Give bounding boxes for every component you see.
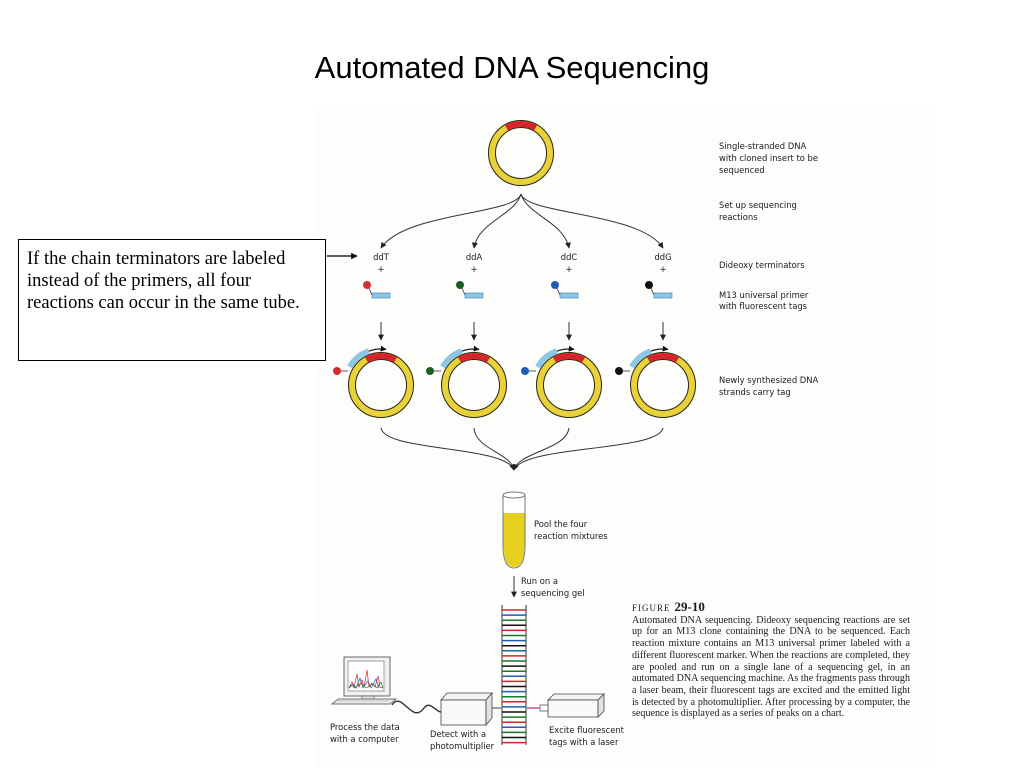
label-process-2: with a computer [330,734,399,744]
strand-tag-dot [426,367,434,375]
label-detect-2: photomultiplier [430,741,495,751]
figure-label: FIGURE [632,603,671,613]
dna-circle [631,353,695,417]
terminator-label: ddG [654,252,671,262]
label-single-stranded-3: sequenced [719,165,765,175]
label-run-1: Run on a [521,576,558,586]
data-cable [391,700,442,714]
strand-tag-dot [521,367,529,375]
reactions-group: ddT + ddA + ddC + ddG + [333,252,696,418]
strand-tag-dot [333,367,341,375]
label-primer-2: with fluorescent tags [719,301,807,311]
sequencing-gel [501,605,527,745]
fluorescent-tag-dot [456,281,464,289]
label-process-1: Process the data [330,722,400,732]
label-primer-1: M13 universal primer [719,290,809,300]
primer-strand [440,348,463,369]
reaction-column-ddg: ddG + [615,252,696,418]
label-setup-2: reactions [719,212,758,222]
insert-arc [647,353,679,363]
primer-strand [347,348,370,369]
dna-circle [537,353,601,417]
insert-arc [553,353,585,363]
callout-text: If the chain terminators are labeled ins… [27,249,300,313]
label-newly-1: Newly synthesized DNA [719,375,819,385]
primer-bar [464,292,484,299]
label-single-stranded-1: Single-stranded DNA [719,141,806,151]
caption-text: Automated DNA sequencing. Dideoxy sequen… [632,614,910,720]
insert-arc [458,353,490,363]
label-setup-1: Set up sequencing [719,200,797,210]
label-run-2: sequencing gel [521,588,585,598]
terminator-label: ddC [561,252,578,262]
reaction-column-ddt: ddT + [333,252,414,418]
terminator-label: ddA [466,252,483,262]
new-strand-arrow [368,345,387,352]
primer-bar [559,292,579,299]
primer-strand [629,348,652,369]
photomultiplier-box [440,691,501,727]
label-excite-2: tags with a laser [549,737,619,747]
branch-arrows [380,193,664,249]
label-detect-1: Detect with a [430,729,486,739]
slide-title: Automated DNA Sequencing [314,50,710,85]
label-single-stranded-2: with cloned insert to be [719,153,818,163]
new-strand-arrow [650,345,669,352]
primer-bar [371,292,391,299]
plus-sign: + [470,264,477,274]
new-strand-arrow [556,345,575,352]
fluorescent-tag-dot [645,281,653,289]
figure-panel [316,108,930,768]
callout-box: If the chain terminators are labeled ins… [18,239,326,361]
label-dideoxy: Dideoxy terminators [719,260,805,270]
merge-arrows [380,427,664,471]
dna-circle [442,353,506,417]
plus-sign: + [377,264,384,274]
reaction-column-ddc: ddC + [521,252,602,418]
fluorescent-tag-dot [551,281,559,289]
label-excite-1: Excite fluorescent [549,725,625,735]
primer-bar [653,292,673,299]
label-pool-1: Pool the four [534,519,588,529]
label-newly-2: strands carry tag [719,387,791,397]
plus-sign: + [565,264,572,274]
strand-tag-dot [615,367,623,375]
label-pool-2: reaction mixtures [534,531,608,541]
insert-arc [365,353,397,363]
laser-device [527,693,605,718]
terminator-label: ddT [373,252,390,262]
new-strand-arrow [461,345,480,352]
fluorescent-tag-dot [363,281,371,289]
template-dna-circle [488,120,554,186]
reaction-column-dda: ddA + [426,252,507,418]
computer-icon [331,656,397,705]
plus-sign: + [659,264,666,274]
primer-strand [535,348,558,369]
test-tube [502,491,526,569]
dna-circle [349,353,413,417]
figure-number: 29-10 [674,599,705,614]
